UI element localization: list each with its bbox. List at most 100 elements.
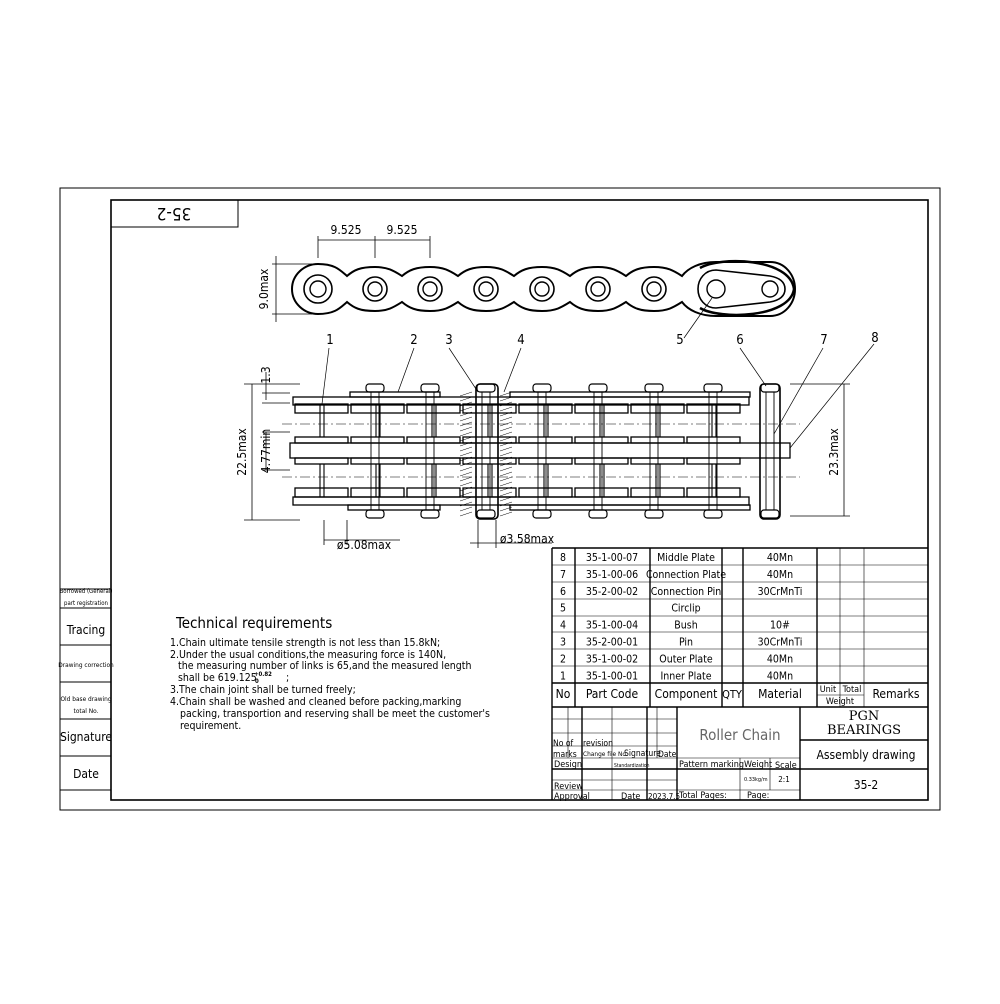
dim-pin-dia: ø3.58max — [500, 532, 555, 546]
middle-plate — [630, 457, 685, 465]
left-stamp: Borrowed (General) part registration Tra… — [58, 588, 114, 791]
technical-requirements: Technical requirements 1.Chain ultimate … — [170, 614, 490, 732]
stamp-old-base: Old base drawing — [60, 695, 111, 703]
tb-weight: Weight — [744, 760, 772, 770]
inner-plate — [574, 403, 629, 414]
row-component: Circlip — [671, 603, 700, 615]
pin-circle — [534, 281, 550, 297]
row-code: 35-1-00-07 — [586, 552, 638, 564]
title-company-2: BEARINGS — [827, 723, 901, 738]
pin-circle — [646, 281, 662, 297]
inner-plate — [406, 403, 461, 414]
tb-weight-value: 0.33kg/m — [744, 777, 768, 783]
inner-plate — [574, 487, 629, 498]
pin-head — [532, 509, 552, 519]
tb-change-file: Change file No. — [583, 750, 628, 758]
pin-head — [476, 383, 496, 393]
middle-plate — [686, 457, 741, 465]
stamp-date: Date — [73, 767, 99, 781]
header-qty: QTY — [722, 688, 743, 701]
roller-outer — [362, 276, 388, 302]
pin-circle — [367, 281, 383, 297]
tb-total-pages: Total Pages: — [678, 791, 727, 801]
balloon-8: 8 — [871, 331, 878, 346]
balloon-7: 7 — [820, 333, 827, 348]
pin-circle — [706, 279, 726, 299]
row-component: Connection Pin — [651, 586, 722, 598]
balloon-3: 3 — [445, 333, 452, 348]
pin-head — [420, 383, 440, 393]
dim-inner-width: 4.77min — [259, 429, 273, 473]
tech-req-line-5: 3.The chain joint shall be turned freely… — [170, 684, 356, 696]
row-component: Connection Plate — [646, 569, 726, 581]
row-code: 35-2-00-01 — [586, 637, 638, 649]
tech-req-tol-lower: 0 — [255, 678, 259, 685]
pin-head — [476, 509, 496, 519]
middle-plate — [289, 442, 791, 459]
dim-pitch-2: 9.525 — [387, 223, 418, 237]
row-material: 40Mn — [767, 670, 793, 682]
row-no: 1 — [560, 670, 566, 682]
drawing-number-box — [110, 199, 239, 228]
row-component: Inner Plate — [660, 670, 711, 682]
middle-plate — [294, 457, 349, 465]
inner-plate — [294, 403, 349, 414]
row-component: Outer Plate — [659, 653, 713, 665]
middle-plate — [518, 436, 573, 444]
balloon-2: 2 — [410, 333, 417, 348]
tb-approval: Approval — [554, 792, 590, 802]
dim-pin-length: 23.3max — [827, 428, 841, 476]
pin-head — [420, 509, 440, 519]
tb-standardization: Standardization — [614, 763, 650, 769]
stamp-borrowed: Borrowed (General) — [60, 588, 113, 595]
tech-req-tol-upper: +0.82 — [254, 671, 272, 678]
tb-revision: revision — [583, 739, 613, 749]
row-material: 40Mn — [767, 653, 793, 665]
dim-overall-width: 22.5max — [235, 428, 249, 476]
row-material: 40Mn — [767, 569, 793, 581]
pin-circle — [478, 281, 494, 297]
inner-plate — [686, 403, 741, 414]
pin-head — [532, 383, 552, 393]
connection-pin — [759, 383, 781, 520]
balloon-4: 4 — [517, 333, 524, 348]
header-total: Total — [842, 685, 862, 695]
header-material: Material — [758, 687, 802, 701]
roller-outer — [585, 276, 611, 302]
row-no: 3 — [560, 637, 566, 649]
stamp-tracing: Tracing — [66, 623, 106, 637]
row-material: 10# — [770, 620, 790, 632]
roller-outer — [473, 276, 499, 302]
pin-head — [760, 509, 780, 519]
roller-outer — [303, 274, 333, 304]
middle-plate — [574, 457, 629, 465]
chain-side-view: 22.5max 1.3 4.77min 23.3max ø5.08max ø3.… — [235, 297, 879, 552]
sectioned-pin — [475, 383, 499, 520]
header-no: No — [556, 687, 571, 701]
row-material: 30CrMnTi — [758, 637, 803, 649]
dim-plate-thickness: 1.3 — [259, 366, 273, 383]
dim-plate-height: 9.0max — [257, 268, 271, 309]
outer-plate — [509, 391, 751, 398]
middle-plate — [518, 457, 573, 465]
tb-no-of: No of — [553, 739, 574, 749]
inner-plate — [518, 487, 573, 498]
tb-review: Review — [554, 782, 583, 792]
row-component: Middle Plate — [657, 552, 715, 564]
inner-plate — [518, 403, 573, 414]
tb-marks: marks — [553, 750, 577, 760]
tech-req-line-1: 1.Chain ultimate tensile strength is not… — [170, 637, 440, 649]
row-code: 35-2-00-02 — [586, 586, 638, 598]
tech-req-line-2: 2.Under the usual conditions,the measuri… — [170, 649, 446, 661]
header-remarks: Remarks — [872, 687, 919, 701]
inner-plate — [350, 403, 405, 414]
middle-plate — [686, 436, 741, 444]
pin-head — [644, 383, 664, 393]
middle-plate — [294, 436, 349, 444]
inner-plate — [462, 487, 517, 498]
stamp-total-no: total No. — [74, 707, 99, 715]
balloon-6: 6 — [736, 333, 743, 348]
tb-date-2: Date — [621, 792, 640, 802]
